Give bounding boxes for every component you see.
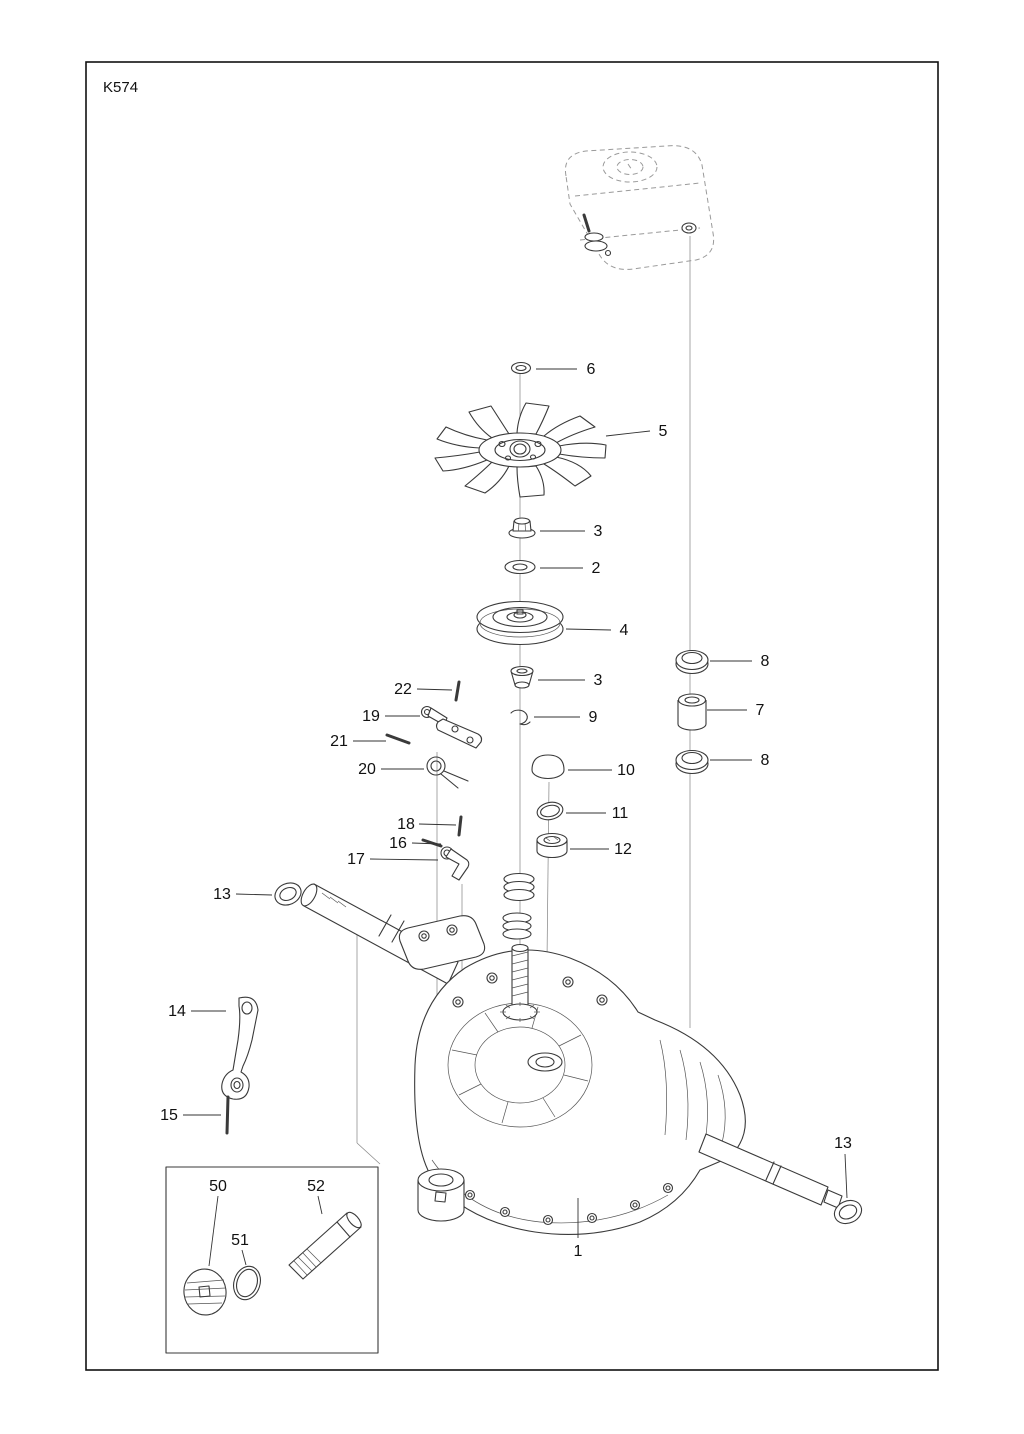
part-12-breather <box>536 832 568 859</box>
part-8-bearing-upper <box>675 649 709 675</box>
part-number: 4 <box>620 622 629 639</box>
part-number: 11 <box>612 805 629 822</box>
part-number: 13 <box>213 886 231 903</box>
callouts-layer: 6 5 3 2 4 3 9 22 19 21 20 10 11 12 18 16 17 13 14 15 8 7 8 1 13 5… <box>160 361 852 1267</box>
part-number: 22 <box>394 681 412 698</box>
part-number: 15 <box>160 1107 178 1124</box>
part-19-bracket <box>420 705 483 749</box>
part-number: 6 <box>587 361 596 378</box>
part-number: 18 <box>397 816 415 833</box>
part-number: 13 <box>834 1135 852 1152</box>
housing-fill-port <box>527 1052 563 1072</box>
part-number: 20 <box>358 761 376 778</box>
part-14-lever <box>221 996 259 1100</box>
housing-brake-drum <box>417 1168 465 1222</box>
callout-line <box>235 893 273 896</box>
part-21-pin <box>385 733 411 745</box>
part-20-spring <box>426 756 469 789</box>
part-number: 52 <box>307 1178 325 1195</box>
part-number: 8 <box>761 653 770 670</box>
callout-line <box>605 430 651 437</box>
input-shaft-springs <box>502 872 535 940</box>
part-number: 8 <box>761 752 770 769</box>
transaxle-housing <box>414 949 746 1235</box>
part-4-pulley <box>476 600 564 646</box>
left-axle <box>300 883 486 985</box>
part-3-spacer-lower <box>510 665 534 689</box>
part-8-bearing-lower <box>675 749 709 775</box>
part-number: 3 <box>594 523 603 540</box>
part-11-oring <box>536 801 564 821</box>
page-border <box>85 61 939 1371</box>
part-number: 51 <box>231 1232 249 1249</box>
callout-line <box>844 1153 848 1199</box>
callout-line <box>411 842 442 845</box>
part-number: 9 <box>589 709 598 726</box>
part-number: 14 <box>168 1003 186 1020</box>
part-16-pin <box>421 838 443 848</box>
part-number: 21 <box>330 733 348 750</box>
part-number: 50 <box>209 1178 227 1195</box>
callout-line <box>565 628 612 631</box>
right-axle <box>698 1133 843 1209</box>
callout-line <box>208 1195 219 1267</box>
engine-crank-detail <box>582 213 697 257</box>
part-51-oring <box>233 1265 261 1301</box>
part-2-washer <box>504 559 536 575</box>
part-number: 1 <box>574 1243 583 1260</box>
part-number: 2 <box>592 560 601 577</box>
part-number: 12 <box>614 841 632 858</box>
part-15-pin <box>225 1095 230 1135</box>
detail-box <box>165 1166 379 1354</box>
part-number: 16 <box>389 835 407 852</box>
part-number: 19 <box>362 708 380 725</box>
part-10-cap <box>531 754 565 780</box>
part-number: 5 <box>659 423 668 440</box>
part-52-pin <box>288 1211 362 1280</box>
part-50-plug <box>183 1268 227 1316</box>
part-7-bushing <box>677 693 707 731</box>
part-17-bracket <box>440 846 470 881</box>
housing-bolts <box>452 972 674 1226</box>
part-number: 7 <box>756 702 765 719</box>
engine-outline <box>564 145 715 270</box>
page-code: K574 <box>103 79 138 96</box>
part-number: 10 <box>617 762 635 779</box>
part-22-pin <box>454 680 461 702</box>
callout-line <box>418 823 457 826</box>
part-13-seal-left <box>274 882 302 906</box>
part-5-fan <box>434 402 607 498</box>
part-18-pin <box>457 815 463 837</box>
part-6-ring <box>510 361 532 375</box>
part-3-nut-upper <box>508 517 536 539</box>
callout-line <box>416 688 453 691</box>
callout-line <box>241 1249 247 1266</box>
callout-line <box>369 858 439 861</box>
part-number: 17 <box>347 851 365 868</box>
callout-line <box>317 1195 323 1215</box>
part-number: 3 <box>594 672 603 689</box>
part-9-clip <box>510 709 531 726</box>
part-13-seal-right <box>833 1199 863 1225</box>
input-shaft <box>500 943 540 1022</box>
